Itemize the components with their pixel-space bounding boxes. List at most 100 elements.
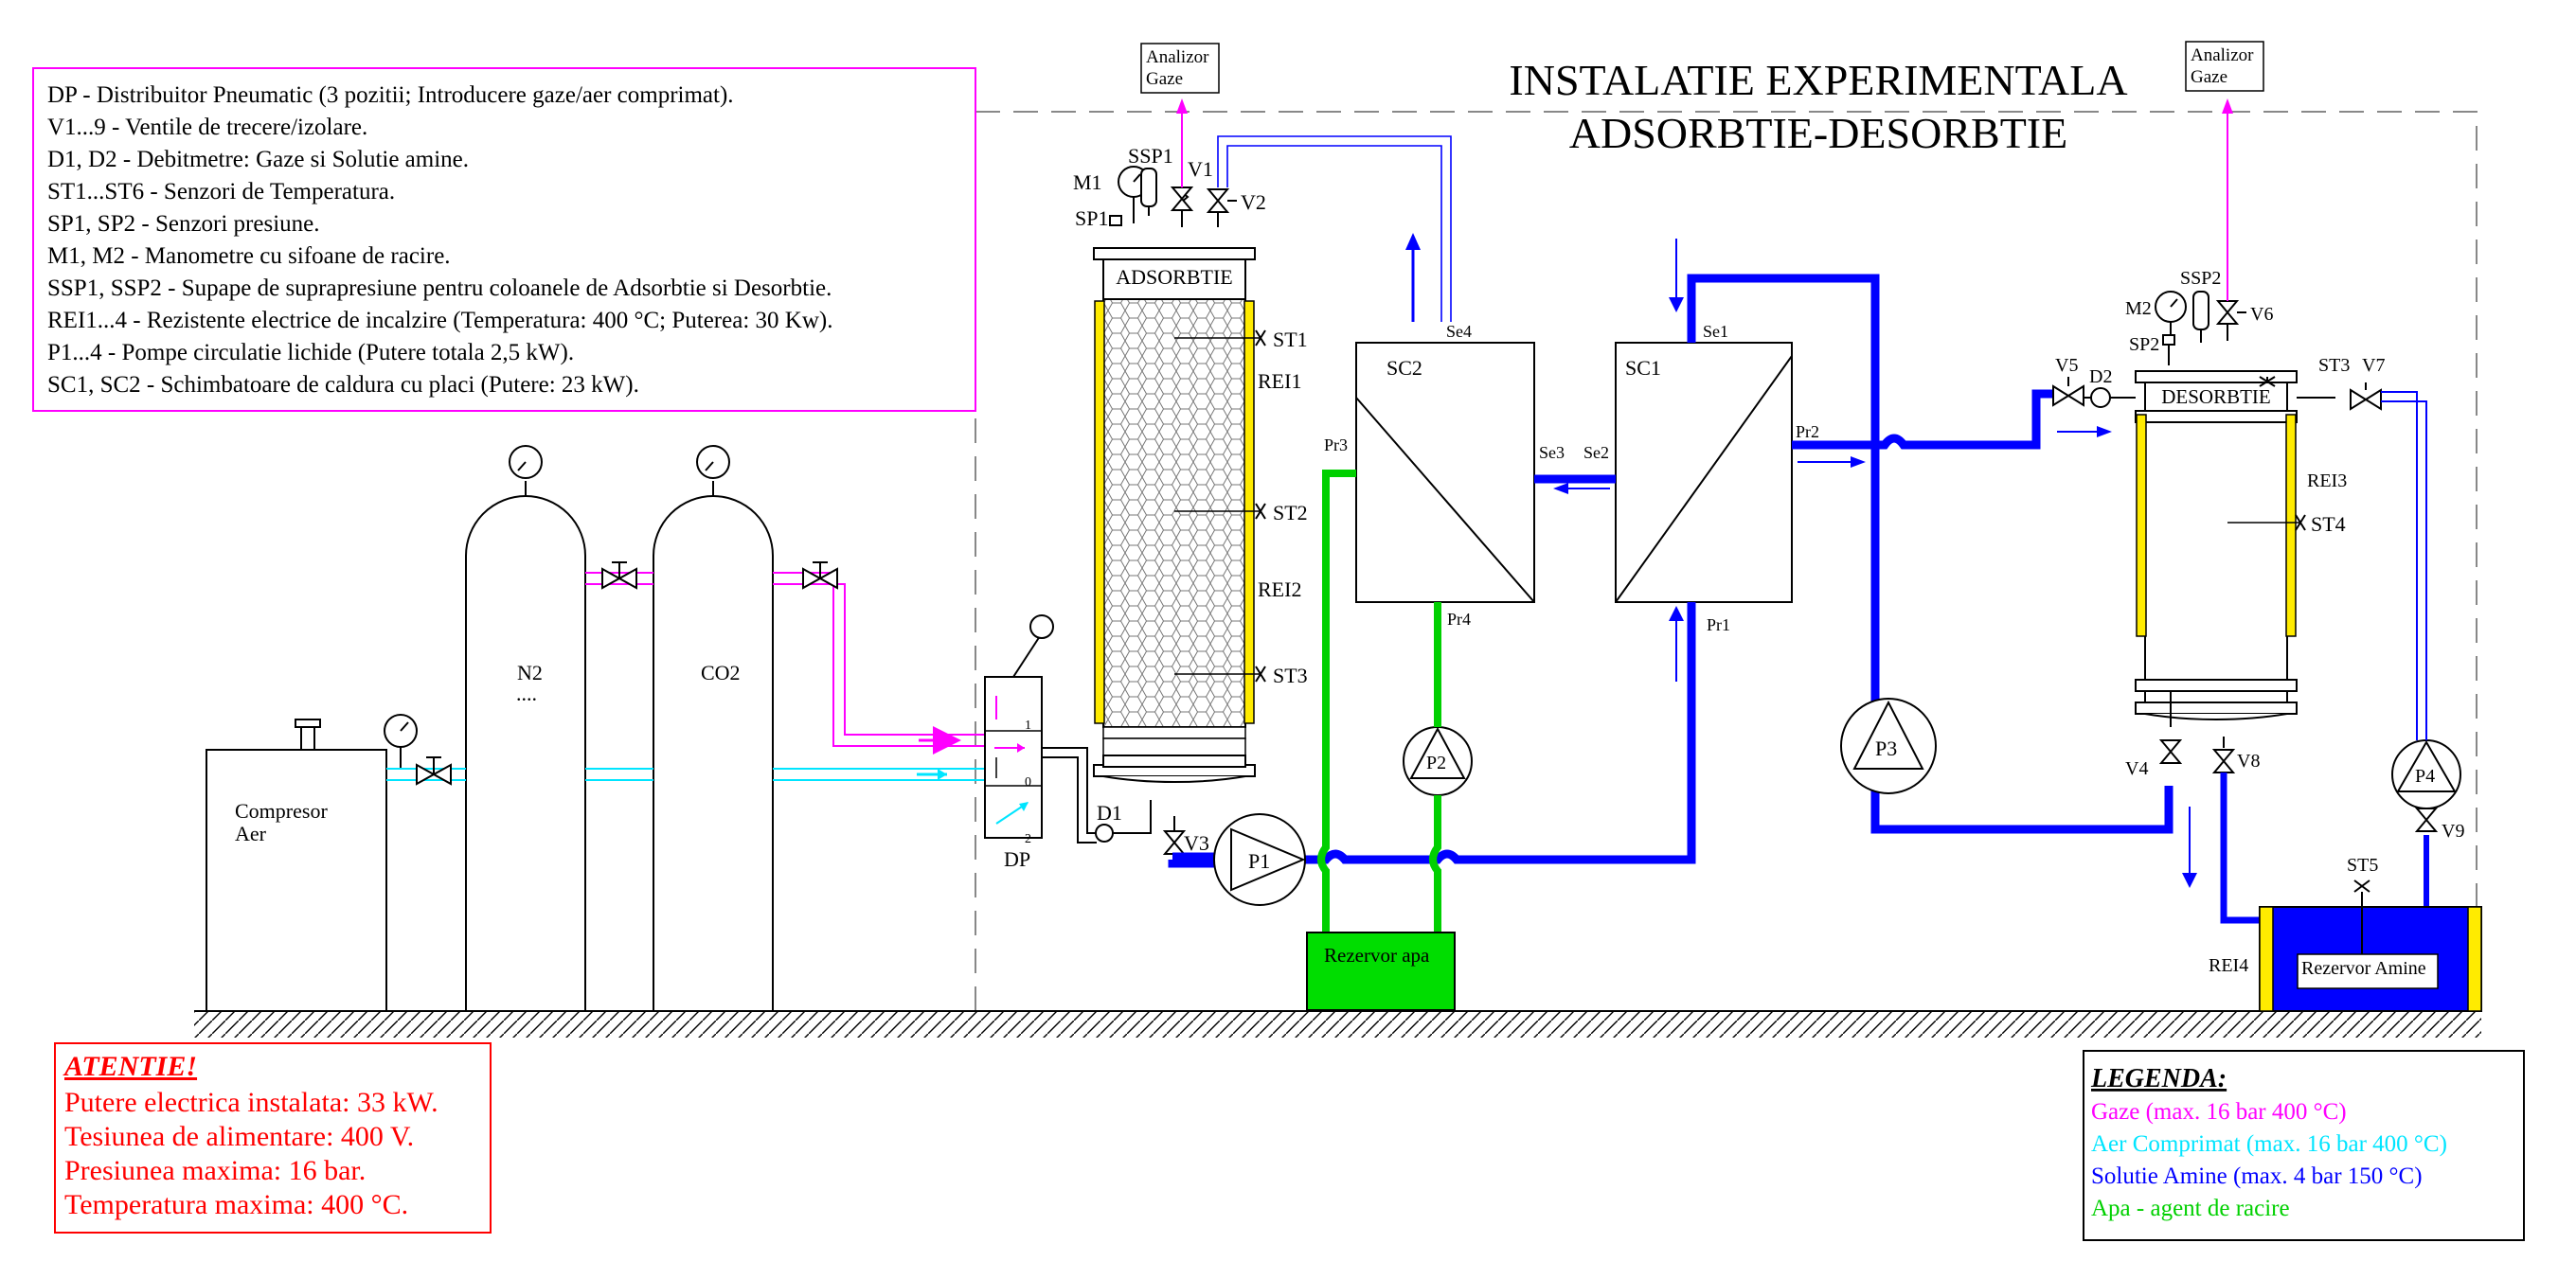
temp-sensor-icon xyxy=(1255,666,1266,683)
st1-label: ST1 xyxy=(1273,328,1308,351)
port-se1: Se1 xyxy=(1703,322,1728,341)
pressure-sensor-sp1-icon xyxy=(1109,215,1122,226)
v7-label: V7 xyxy=(2362,355,2385,376)
ssp2-label: SSP2 xyxy=(2180,268,2221,289)
pump-p4: P4 xyxy=(2391,739,2461,809)
gas-analyzer-right: Analizor Gaze xyxy=(2185,41,2264,92)
sc1-label: SC1 xyxy=(1625,356,1661,380)
st3-label: ST3 xyxy=(1273,664,1308,687)
compressor-label: Compresor xyxy=(235,799,328,823)
port-se4: Se4 xyxy=(1446,322,1472,341)
adsorbtie-label: ADSORBTIE xyxy=(1116,265,1232,289)
temp-sensor-icon xyxy=(2259,376,2276,387)
heater-rei3-right xyxy=(2285,414,2297,637)
gas-line xyxy=(585,572,985,747)
port-se2: Se2 xyxy=(1583,443,1609,462)
desorption-column: DESORBTIE xyxy=(2135,369,2298,721)
glossary-box: DP - Distribuitor Pneumatic (3 pozitii; … xyxy=(32,67,976,412)
warning-line: Tesiunea de alimentare: 400 V. xyxy=(64,1121,414,1152)
port-se3: Se3 xyxy=(1539,443,1565,462)
glossary-line: ST1...ST6 - Senzori de Temperatura. xyxy=(47,179,395,204)
n2-cylinder: N2 .... xyxy=(465,445,586,1012)
heater-rei3-left xyxy=(2136,414,2147,637)
port-pr4: Pr4 xyxy=(1447,610,1471,629)
safety-valve-ssp1-icon xyxy=(1140,168,1157,207)
heat-exchanger-sc1: SC1 xyxy=(1615,342,1793,603)
valve-v8-icon xyxy=(2211,749,2236,773)
heater-rei1 xyxy=(1094,300,1105,724)
port-pr1: Pr1 xyxy=(1707,615,1730,634)
warning-line: Presiunea maxima: 16 bar. xyxy=(64,1155,366,1186)
dp-port: 2 xyxy=(1025,832,1031,846)
glossary-line: REI1...4 - Rezistente electrice de incal… xyxy=(47,308,832,333)
legend-item-water: Apa - agent de racire xyxy=(2091,1196,2290,1221)
port-pr3: Pr3 xyxy=(1324,435,1348,454)
ground-hatch xyxy=(194,1011,2481,1038)
pump-label: P2 xyxy=(1426,753,1446,773)
v2-label: V2 xyxy=(1241,190,1266,214)
rei4-label: REI4 xyxy=(2209,955,2248,976)
flow-arrow-icon xyxy=(1405,233,1421,250)
temp-sensor-icon xyxy=(1255,503,1266,520)
glossary-line: P1...4 - Pompe circulatie lichide (Puter… xyxy=(47,340,574,365)
v9-label: V9 xyxy=(2442,821,2464,842)
glossary-line: SSP1, SSP2 - Supape de suprapresiune pen… xyxy=(47,275,832,301)
st5-label: ST5 xyxy=(2347,855,2378,876)
valve-v2-icon xyxy=(1206,188,1230,213)
valve-v5-icon xyxy=(2052,384,2084,407)
rei3-label: REI3 xyxy=(2307,471,2347,491)
d2-label: D2 xyxy=(2089,366,2112,387)
pump-p3: P3 xyxy=(1840,698,1937,794)
pressure-sensor-sp2-icon xyxy=(2162,334,2175,346)
rei2-label: REI2 xyxy=(1258,577,1301,601)
warning-line: Putere electrica instalata: 33 kW. xyxy=(64,1087,438,1118)
legend-item-amine: Solutie Amine (max. 4 bar 150 °C) xyxy=(2091,1163,2423,1189)
valve-v7-icon xyxy=(2350,388,2382,411)
v6-label: V6 xyxy=(2250,304,2273,325)
st3-top-label: ST3 xyxy=(2318,355,2350,376)
title-line1: INSTALATIE EXPERIMENTALA xyxy=(1509,56,2127,104)
v3-label: V3 xyxy=(1184,831,1209,855)
air-compressor: Compresor Aer xyxy=(206,719,387,1012)
lever-knob-icon xyxy=(1029,614,1054,639)
valve-v3-icon xyxy=(1162,830,1187,855)
pump-label: P1 xyxy=(1248,849,1270,873)
dp-port: 0 xyxy=(1025,775,1031,790)
v1-label: V1 xyxy=(1188,157,1213,181)
amine-line xyxy=(1168,274,2174,868)
legend-item-air: Aer Comprimat (max. 16 bar 400 °C) xyxy=(2091,1131,2447,1157)
desorbtie-label: DESORBTIE xyxy=(2161,385,2271,408)
adsorption-column: ADSORBTIE xyxy=(1093,247,1256,831)
pump-label: P4 xyxy=(2415,766,2435,787)
glossary-line: M1, M2 - Manometre cu sifoane de racire. xyxy=(47,243,451,269)
v5-label: V5 xyxy=(2055,355,2078,376)
valve-v1-icon xyxy=(1170,186,1194,211)
m2-label: M2 xyxy=(2125,298,2152,319)
m1-label: M1 xyxy=(1073,170,1102,194)
analyzer-label: Analizor xyxy=(2191,45,2254,65)
heater-rei2 xyxy=(1243,300,1255,724)
pneumatic-distributor: 1 0 2 DP xyxy=(984,614,1054,871)
n2-dots: .... xyxy=(516,682,537,705)
pump-p2: P2 xyxy=(1403,726,1473,796)
v8-label: V8 xyxy=(2237,751,2260,772)
ssp1-label: SSP1 xyxy=(1128,144,1173,168)
warning-line: Temperatura maxima: 400 °C. xyxy=(64,1189,408,1220)
glossary-line: SC1, SC2 - Schimbatoare de caldura cu pl… xyxy=(47,372,639,398)
glossary-line: V1...9 - Ventile de trecere/izolare. xyxy=(47,115,367,140)
valve-v9-icon xyxy=(2414,808,2439,832)
amine-tank: Rezervor Amine xyxy=(2259,906,2482,1012)
valve-v6-icon xyxy=(2215,300,2240,325)
warning-title: ATENTIE! xyxy=(63,1051,197,1082)
amine-tank-label: Rezervor Amine xyxy=(2301,958,2426,979)
sp1-label: SP1 xyxy=(1075,206,1108,230)
water-tank xyxy=(1306,932,1456,1011)
dp-label: DP xyxy=(1004,847,1030,871)
glossary-line: DP - Distribuitor Pneumatic (3 pozitii; … xyxy=(47,82,734,108)
safety-valve-ssp2-icon xyxy=(2192,291,2209,330)
glossary-line: D1, D2 - Debitmetre: Gaze si Solutie ami… xyxy=(47,147,469,172)
pump-p1: P1 xyxy=(1213,813,1306,906)
legend-title: LEGENDA: xyxy=(2090,1064,2227,1093)
d1-label: D1 xyxy=(1097,801,1122,825)
